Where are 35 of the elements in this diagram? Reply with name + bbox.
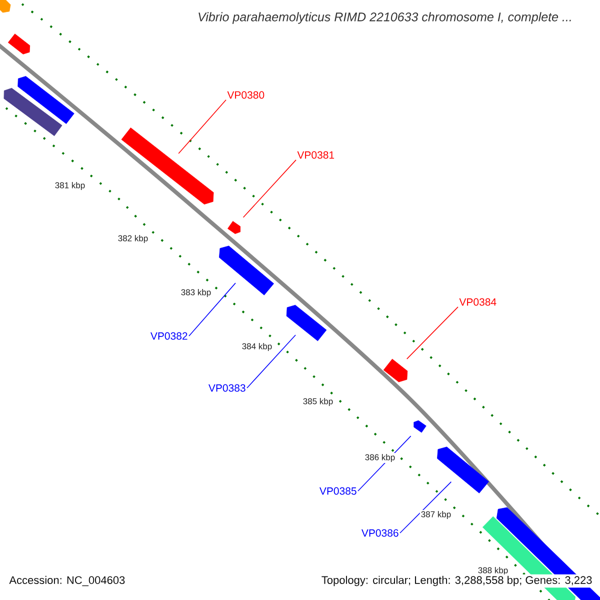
leader-line — [178, 100, 226, 154]
gene-feature — [4, 88, 62, 136]
tick-label: 388 kbp — [476, 566, 510, 576]
leader-line — [406, 306, 458, 360]
tick-label: 385 kbp — [302, 397, 334, 407]
gene-feature — [219, 246, 274, 296]
leader-line — [246, 334, 296, 388]
tick-label: 384 kbp — [240, 342, 274, 352]
gene-label: VP0380 — [227, 91, 264, 99]
gene-label: VP0385 — [319, 487, 356, 495]
gene-label: VP0386 — [361, 529, 398, 537]
gene-feature — [383, 358, 408, 382]
gene-label: VP0383 — [208, 384, 246, 392]
gene-feature — [8, 34, 30, 54]
summary-text: Topology: circular; Length: 3,288,558 bp; Genes: 3,223 — [320, 574, 594, 588]
gene-label: VP0382 — [150, 332, 188, 340]
gene-feature — [228, 221, 240, 234]
tick-label: 381 kbp — [54, 181, 86, 191]
gene-feature — [437, 446, 489, 494]
accession-text: Accession: NC_004603 — [9, 576, 125, 586]
gene-feature — [414, 420, 426, 433]
gene-feature — [286, 304, 327, 342]
gene-label: VP0384 — [459, 298, 496, 306]
leader-line — [400, 481, 452, 534]
gene-feature — [0, 0, 11, 13]
gene-label: VP0381 — [297, 151, 334, 159]
gene-feature — [121, 128, 214, 204]
tick-label: 383 kbp — [180, 288, 212, 298]
leader-line — [188, 282, 236, 336]
tick-label: 386 kbp — [364, 453, 396, 463]
tick-label: 387 kbp — [420, 510, 452, 520]
gene-feature — [18, 76, 74, 124]
title: Vibrio parahaemolyticus RIMD 2210633 chromosome I, complete ... — [198, 12, 571, 24]
tick-label: 382 kbp — [116, 234, 150, 244]
leader-line — [242, 160, 296, 218]
